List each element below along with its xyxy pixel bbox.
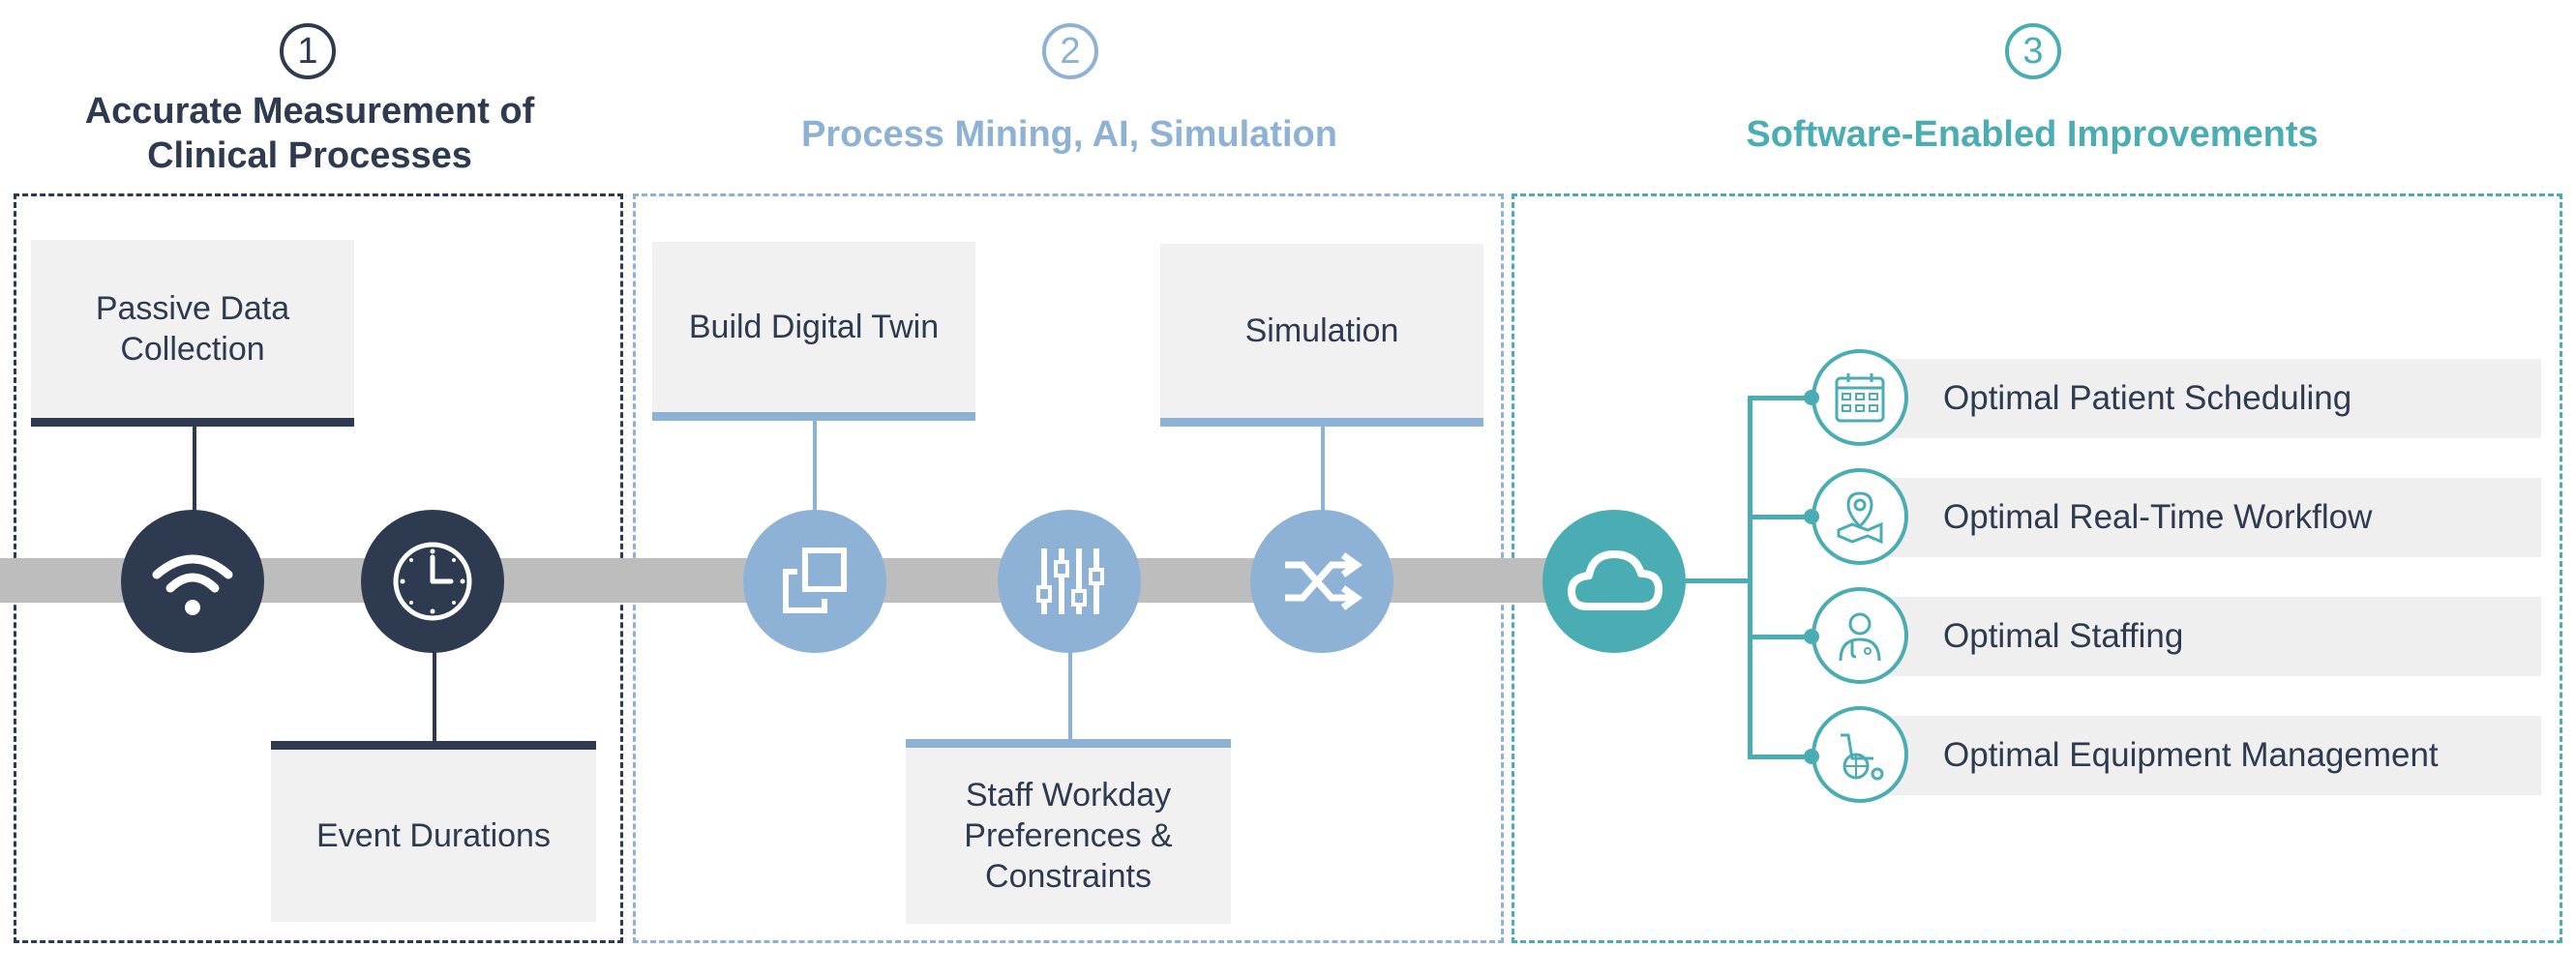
improvement-icon-2 [1812, 468, 1908, 565]
improvement-row-1: Optimal Patient Scheduling [1887, 359, 2541, 438]
passive-data-line2: Collection [120, 331, 265, 368]
tree-branch-2 [1748, 515, 1808, 519]
step-number-1: 1 [280, 23, 336, 79]
tree-dot-1 [1804, 390, 1819, 405]
improvement-label-4: Optimal Equipment Management [1943, 736, 2439, 774]
tree-stem [1686, 578, 1750, 583]
underline-digital-twin [652, 412, 975, 421]
overline-staff [906, 739, 1231, 748]
connector-event-durations [433, 648, 436, 741]
improvement-label-3: Optimal Staffing [1943, 617, 2184, 655]
improvement-icon-4 [1812, 706, 1908, 803]
tree-branch-3 [1748, 635, 1808, 639]
node-shuffle [1250, 510, 1393, 653]
staff-line3: Constraints [985, 858, 1152, 895]
staff-line1: Staff Workday [965, 777, 1172, 814]
label-build-digital-twin: Build Digital Twin [652, 242, 975, 412]
map-pin-icon [1837, 491, 1883, 545]
improvement-label-1: Optimal Patient Scheduling [1943, 379, 2352, 417]
tree-trunk [1748, 398, 1752, 759]
label-simulation: Simulation [1160, 244, 1483, 418]
label-staff-preferences: Staff Workday Preferences & Constraints [906, 748, 1231, 924]
improvement-icon-3 [1812, 587, 1908, 684]
section-title-2: Process Mining, AI, Simulation [801, 114, 1337, 155]
passive-data-line1: Passive Data [95, 290, 290, 327]
section-title-3: Software-Enabled Improvements [1746, 114, 2319, 155]
improvement-row-4: Optimal Equipment Management [1887, 716, 2541, 795]
improvement-row-3: Optimal Staffing [1887, 597, 2541, 676]
tree-branch-1 [1748, 396, 1808, 400]
overline-event-durations [271, 741, 596, 750]
step-number-3: 3 [2005, 23, 2061, 79]
wifi-icon [152, 554, 233, 615]
staff-line2: Preferences & [964, 817, 1173, 854]
wheelchair-icon [1841, 733, 1884, 781]
doctor-icon [1839, 612, 1881, 662]
copy-icon [783, 548, 847, 613]
underline-passive-data [31, 418, 354, 427]
improvement-row-2: Optimal Real-Time Workflow [1887, 478, 2541, 557]
clock-icon [393, 542, 472, 621]
connector-passive-data [193, 427, 196, 514]
shuffle-icon [1285, 552, 1363, 610]
connector-digital-twin [813, 421, 817, 513]
node-clock [361, 510, 504, 653]
tree-dot-4 [1804, 749, 1819, 764]
node-cloud [1543, 510, 1686, 653]
improvement-icon-1 [1812, 349, 1908, 446]
node-copy [743, 510, 886, 653]
section-title-1-line1: Accurate Measurement of [84, 91, 535, 132]
underline-simulation [1160, 418, 1483, 427]
label-passive-data-collection: Passive Data Collection [31, 240, 354, 418]
tree-dot-2 [1804, 509, 1819, 524]
node-wifi [121, 510, 264, 653]
section-title-1: Accurate Measurement of Clinical Process… [19, 89, 600, 178]
connector-staff [1068, 648, 1072, 739]
cloud-icon [1568, 550, 1662, 610]
tree-branch-4 [1748, 755, 1808, 759]
step-number-2: 2 [1042, 23, 1098, 79]
section-title-1-line2: Clinical Processes [147, 135, 472, 176]
improvement-label-2: Optimal Real-Time Workflow [1943, 498, 2373, 536]
connector-simulation [1321, 427, 1325, 514]
label-event-durations: Event Durations [271, 750, 596, 922]
tree-dot-3 [1804, 629, 1819, 644]
calendar-icon [1835, 373, 1885, 423]
sliders-icon [1036, 548, 1104, 614]
node-sliders [998, 510, 1141, 653]
